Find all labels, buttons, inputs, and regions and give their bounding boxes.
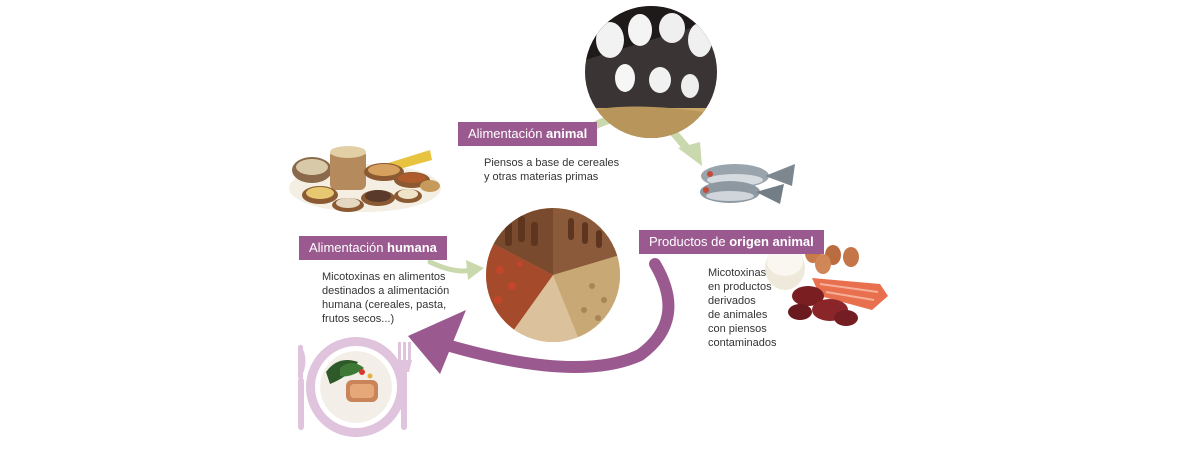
desc-line: contaminados xyxy=(708,337,777,349)
desc-line: destinados a alimentación xyxy=(322,285,450,297)
plate-cutlery-icon xyxy=(298,337,412,437)
label-animal-products-bold: origen animal xyxy=(729,234,814,249)
grains-icon xyxy=(289,146,441,212)
arrow-human-to-feed xyxy=(427,259,484,280)
desc-line: y otras materias primas xyxy=(484,171,599,183)
arrow-products-to-human xyxy=(408,258,675,374)
label-animal-feed: Alimentación animal xyxy=(458,122,598,146)
desc-line: Micotoxinas en alimentos xyxy=(322,271,446,283)
label-animal-products-prefix: Productos de xyxy=(649,234,730,249)
desc-animal-feed: Piensos a base de cereales y otras mater… xyxy=(484,156,619,184)
desc-line: en productos xyxy=(708,281,772,293)
label-human-food-bold: humana xyxy=(387,240,437,255)
desc-line: Piensos a base de cereales xyxy=(484,157,620,169)
desc-line: con piensos xyxy=(708,323,767,335)
label-human-food-prefix: Alimentación xyxy=(309,240,388,255)
meat-eggs-cheese-icon xyxy=(765,243,888,326)
feed-pellets-icon xyxy=(486,208,620,342)
desc-animal-products: Micotoxinas en productos derivados de an… xyxy=(708,266,777,350)
desc-human-food: Micotoxinas en alimentos destinados a al… xyxy=(322,270,449,326)
label-animal-feed-prefix: Alimentación xyxy=(468,126,547,141)
label-animal-feed-bold: animal xyxy=(546,126,588,141)
desc-line: de animales xyxy=(708,309,768,321)
desc-line: Micotoxinas xyxy=(708,267,767,279)
label-animal-products: Productos de origen animal xyxy=(639,230,824,254)
label-human-food: Alimentación humana xyxy=(299,236,447,260)
desc-line: derivados xyxy=(708,295,756,307)
desc-line: humana (cereales, pasta, xyxy=(322,299,447,311)
desc-line: frutos secos...) xyxy=(322,313,395,325)
fish-icon xyxy=(700,164,795,204)
